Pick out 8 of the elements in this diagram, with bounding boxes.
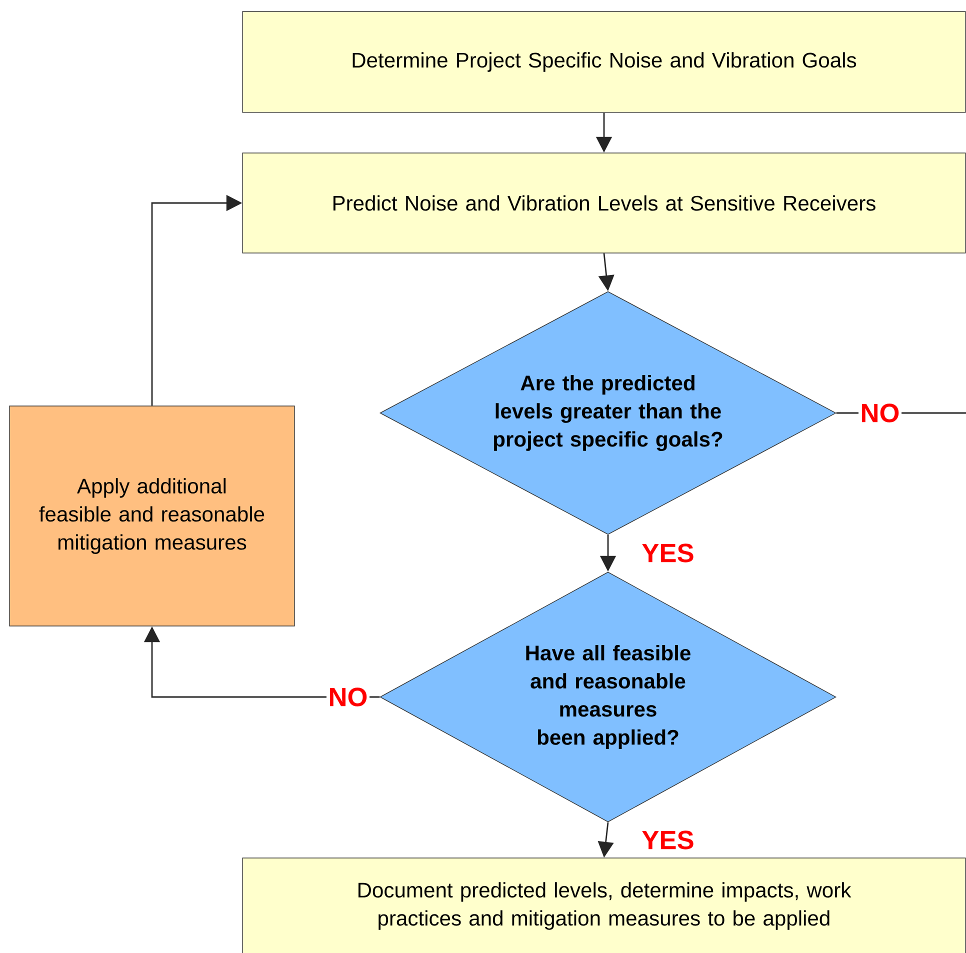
edge-label: NO xyxy=(858,402,902,424)
process-box: Document predicted levels, determine impacts, work practices and mitigation measures to be applied xyxy=(242,858,966,953)
edge-label: NO xyxy=(326,686,370,708)
process-box: Predict Noise and Vibration Levels at Sensitive Receivers xyxy=(242,152,966,254)
edge-label: YES xyxy=(640,542,696,564)
edge-label: YES xyxy=(640,828,696,852)
process-box: Apply additional feasible and reasonable mitigation measures xyxy=(9,406,295,626)
process-box: Determine Project Specific Noise and Vibration Goals xyxy=(242,11,966,113)
